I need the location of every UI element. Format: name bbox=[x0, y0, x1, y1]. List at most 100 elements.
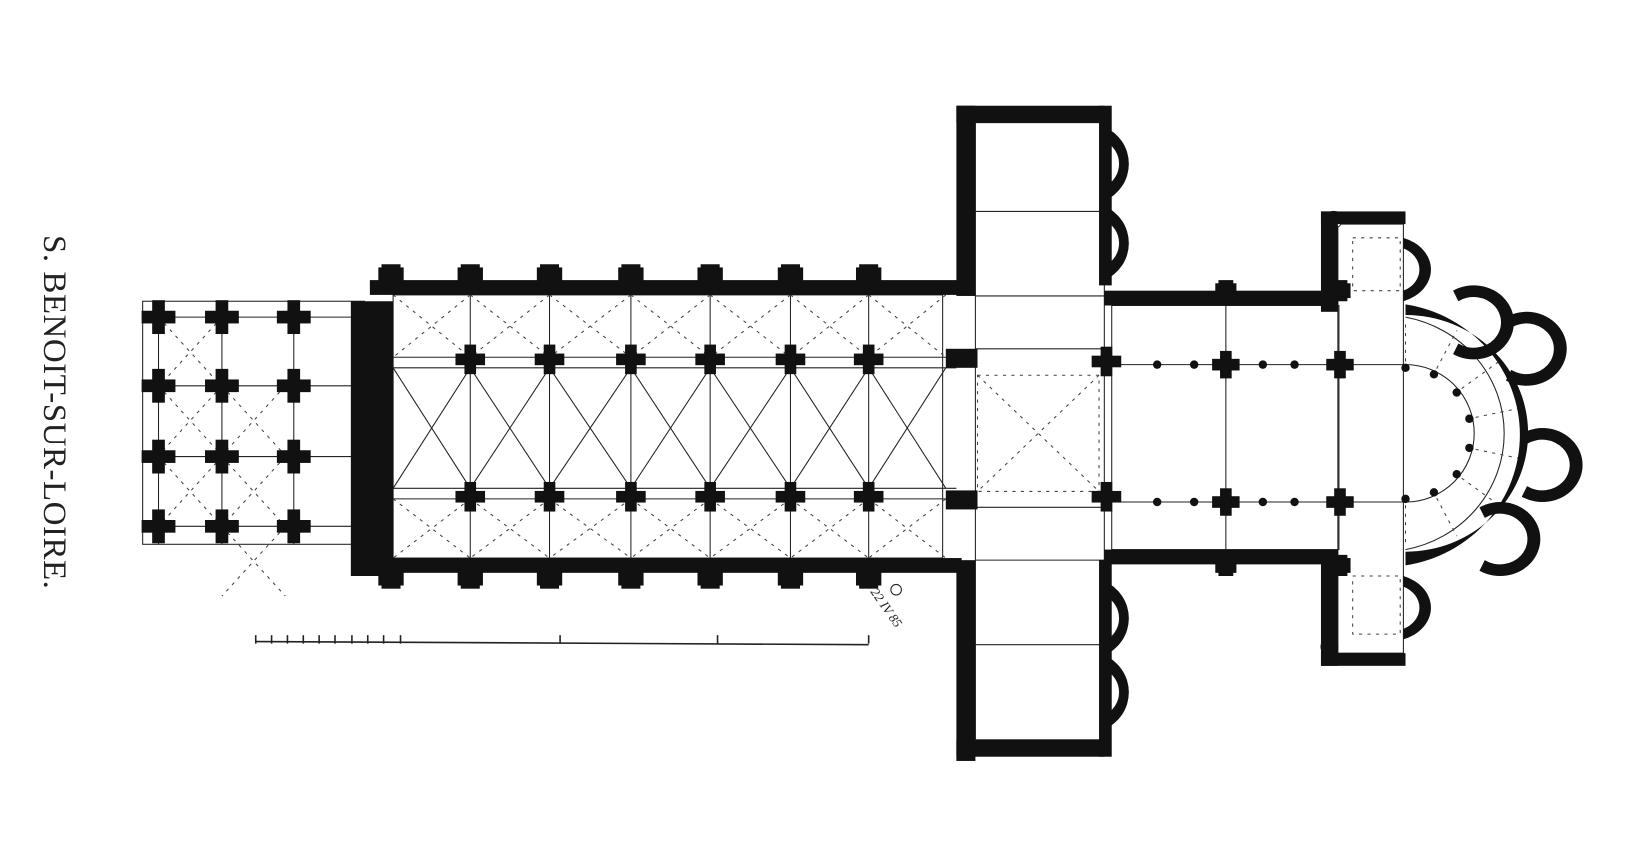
nave-pier bbox=[625, 344, 637, 375]
porch-vault-rib bbox=[158, 316, 223, 388]
nave-buttress bbox=[859, 563, 879, 589]
scale-bar bbox=[255, 640, 869, 646]
nave-outline bbox=[392, 294, 944, 559]
nave-vault-rib bbox=[868, 367, 947, 489]
ambulatory-rib bbox=[1436, 330, 1458, 369]
plan-title: S. BENOIT-SUR-LOIRE. bbox=[36, 235, 72, 590]
choir-pier bbox=[1334, 350, 1346, 379]
ambulatory-rib bbox=[1461, 477, 1499, 505]
apse-column bbox=[1429, 370, 1439, 379]
apse-column bbox=[1401, 494, 1410, 504]
aisle-vault-rib bbox=[392, 294, 471, 358]
north-transept-west-wall bbox=[956, 105, 976, 296]
aisle-vault-rib bbox=[392, 498, 471, 559]
choir-pier bbox=[1334, 488, 1346, 516]
east-transept-vault bbox=[1352, 575, 1401, 635]
crossing-pier bbox=[1100, 481, 1113, 512]
nave-buttress bbox=[700, 563, 720, 589]
radiating-chapel bbox=[1521, 428, 1583, 503]
porch-pier bbox=[152, 509, 165, 544]
porch-pier bbox=[287, 368, 301, 403]
south-transept-west-wall bbox=[956, 560, 976, 761]
porch-pier bbox=[287, 509, 301, 544]
nave-vault-rib bbox=[630, 367, 711, 489]
nave-buttress bbox=[780, 563, 800, 589]
porch-pier bbox=[152, 368, 165, 403]
apse-column bbox=[1452, 469, 1461, 479]
choir-pier bbox=[1220, 350, 1232, 379]
porch-pier bbox=[215, 509, 229, 544]
east-transept-chapel bbox=[1403, 237, 1431, 302]
nave-vault-rib bbox=[469, 367, 550, 489]
apse-column bbox=[1465, 443, 1474, 453]
apse-column bbox=[1452, 388, 1461, 397]
monogram-mark bbox=[890, 583, 902, 596]
choir-column bbox=[1290, 360, 1299, 369]
choir-column bbox=[1258, 360, 1268, 369]
porch-pier bbox=[152, 439, 165, 474]
transept-outline bbox=[974, 122, 1105, 741]
porch-vault-rib bbox=[158, 456, 223, 527]
east-transept-chapel bbox=[1403, 576, 1431, 640]
porch-vault-rib bbox=[221, 385, 286, 456]
porch-pier bbox=[287, 300, 301, 335]
nave-buttress bbox=[700, 264, 720, 290]
nave-buttress bbox=[621, 563, 641, 589]
south-transept-east-wall bbox=[1099, 560, 1112, 757]
nave-buttress bbox=[460, 563, 480, 589]
porch-vault-rib bbox=[158, 456, 223, 527]
choir-column bbox=[1290, 497, 1299, 507]
apse-column bbox=[1401, 363, 1410, 373]
nave-pier bbox=[464, 344, 477, 375]
south-transept-south-wall bbox=[956, 739, 1105, 757]
transept-apsidal-chapel bbox=[1104, 581, 1129, 656]
aisle-vault-rib bbox=[868, 498, 947, 559]
porch-vault-rib bbox=[158, 316, 223, 388]
ambulatory-arc bbox=[1405, 316, 1505, 551]
choir-column bbox=[1152, 497, 1162, 507]
nave-pier bbox=[862, 481, 875, 512]
east-transept-south-end bbox=[1320, 653, 1406, 666]
aisle-vault-rib bbox=[868, 294, 947, 358]
radiating-chapel bbox=[1505, 311, 1567, 386]
choir-buttress bbox=[1218, 554, 1234, 577]
north-transept-east-wall bbox=[1099, 105, 1112, 286]
porch-pier bbox=[287, 439, 301, 474]
crossing-pier bbox=[1100, 346, 1113, 377]
ambulatory-wall bbox=[1405, 304, 1529, 566]
aisle-vault-rib bbox=[790, 498, 869, 559]
nave-vault-rib bbox=[709, 367, 791, 489]
porch-pier bbox=[152, 300, 165, 335]
aisle-vault-rib bbox=[392, 498, 471, 559]
aisle-vault-rib bbox=[790, 498, 869, 559]
porch-vault-rib bbox=[221, 456, 286, 527]
choir-column bbox=[1152, 360, 1162, 369]
choir-buttress bbox=[1218, 280, 1234, 302]
radiating-chapel bbox=[1479, 502, 1541, 577]
east-transept-south-wall bbox=[1320, 549, 1338, 666]
porch-vault-rib bbox=[158, 385, 223, 456]
crossing-rib bbox=[977, 374, 1100, 492]
nave-south-wall bbox=[369, 558, 962, 573]
nave-pier bbox=[704, 481, 716, 512]
nave-vault-rib bbox=[392, 367, 471, 489]
apse-column bbox=[1429, 488, 1439, 497]
porch-pier bbox=[215, 439, 229, 474]
porch-vault-rib bbox=[221, 525, 286, 597]
aisle-vault-rib bbox=[549, 294, 632, 358]
nave-pier bbox=[543, 344, 556, 375]
porch-vault-rib bbox=[221, 456, 286, 527]
nave-buttress bbox=[381, 264, 401, 290]
ambulatory-rib bbox=[1436, 497, 1458, 537]
nave-buttress bbox=[859, 264, 879, 290]
aisle-vault-rib bbox=[868, 294, 947, 358]
porch-vault-rib bbox=[221, 385, 286, 456]
nave-buttress bbox=[780, 264, 800, 290]
porch-pier bbox=[215, 300, 229, 335]
nave-pier bbox=[464, 481, 477, 512]
nave-buttress bbox=[540, 563, 560, 589]
aisle-vault-rib bbox=[392, 294, 471, 358]
porch-pier bbox=[215, 368, 229, 403]
aisle-vault-rib bbox=[630, 498, 711, 559]
aisle-vault-rib bbox=[630, 498, 711, 559]
